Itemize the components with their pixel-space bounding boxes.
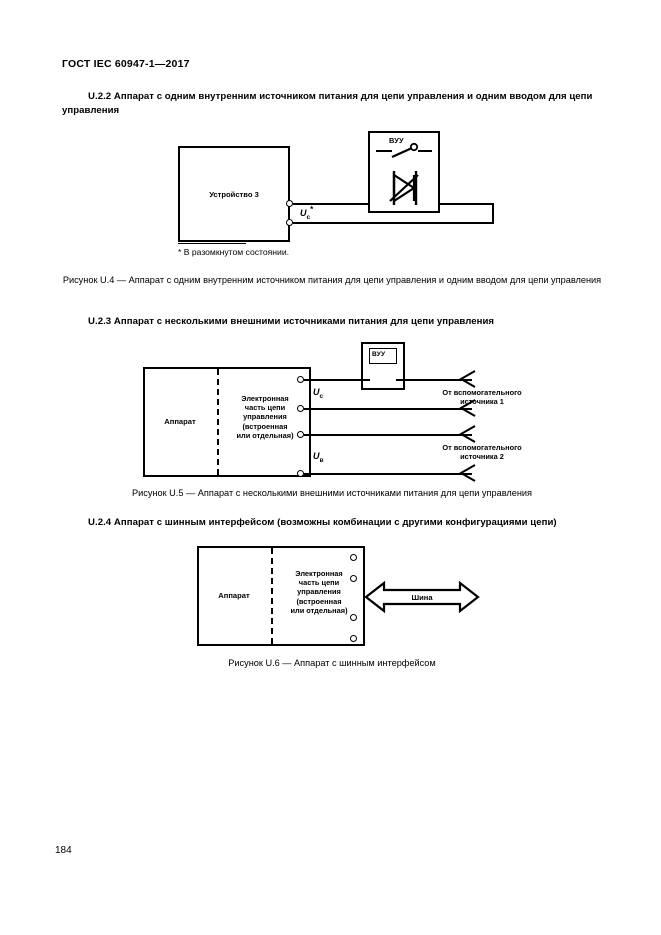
figure-u4-voltage-label: Uc* xyxy=(300,205,313,221)
figure-u4-vuu-label: ВУУ xyxy=(389,136,404,145)
page-number: 184 xyxy=(55,845,72,856)
figure-u5: Аппарат Электронная часть цепи управлени… xyxy=(143,342,522,482)
figure-u5-source-2-label: От вспомогательного источника 2 xyxy=(442,443,522,462)
figure-u4-vuu-symbols xyxy=(376,142,432,205)
figure-u5-electronic-part-label: Электронная часть цепи управления (встро… xyxy=(236,394,294,440)
figure-u5-divider xyxy=(217,369,219,475)
figure-u5-vuu-inner-box xyxy=(369,348,397,364)
figure-u5-voltage-s-subscript: в xyxy=(319,456,324,464)
figure-u5-apparatus-box xyxy=(143,367,311,477)
figure-u6: Аппарат Электронная часть цепи управлени… xyxy=(197,546,480,646)
figure-u6-terminal-2 xyxy=(350,575,357,582)
figure-u5-voltage-c: Uc xyxy=(313,387,323,400)
figure-u4-footnote-rule xyxy=(178,243,246,244)
figure-u5-vuu-lead-right xyxy=(396,379,410,381)
figure-u6-divider xyxy=(271,548,273,644)
figure-u4-device-label: Устройство 3 xyxy=(209,190,259,199)
figure-u5-terminal-3 xyxy=(297,431,304,438)
figure-u5-lead-3 xyxy=(304,434,472,436)
figure-u4-footnote: * В разомкнутом состоянии. xyxy=(178,247,290,257)
figure-u5-terminal-1 xyxy=(297,376,304,383)
section-heading-u22: U.2.2 Аппарат с одним внутренним источни… xyxy=(62,91,593,116)
figure-u6-bus-label: Шина xyxy=(411,593,433,602)
figure-u6-terminal-4 xyxy=(350,635,357,642)
figure-u5-voltage-s: Uв xyxy=(313,451,324,464)
figure-u5-terminal-2 xyxy=(297,405,304,412)
figure-u6-terminal-1 xyxy=(350,554,357,561)
section-heading-u23: U.2.3 Аппарат с несколькими внешними ист… xyxy=(88,316,495,327)
figure-u5-voltage-s-symbol: U xyxy=(313,451,320,461)
figure-u5-vuu-label: ВУУ xyxy=(372,351,386,358)
figure-u5-lead-4 xyxy=(304,473,472,475)
figure-u6-caption: Рисунок U.6 — Аппарат с шинным интерфейс… xyxy=(228,658,436,668)
figure-u6-bus-arrow xyxy=(364,580,480,614)
running-head: ГОСТ IEC 60947-1—2017 xyxy=(62,58,190,70)
figure-u4: Устройство 3 Uc* ВУУ xyxy=(0,0,661,250)
figure-u4-voltage-symbol: U xyxy=(300,208,307,218)
figure-u4-voltage-superscript: * xyxy=(310,205,314,214)
figure-u5-voltage-c-symbol: U xyxy=(313,387,320,397)
figure-u6-apparatus-box xyxy=(197,546,365,646)
figure-u6-terminal-3 xyxy=(350,614,357,621)
figure-u4-terminal-top xyxy=(286,200,293,207)
figure-u5-source-1-label: От вспомогательного источника 1 xyxy=(442,388,522,407)
figure-u4-voltage-subscript: c xyxy=(306,213,311,221)
section-heading-u24: U.2.4 Аппарат с шинным интерфейсом (возм… xyxy=(88,517,557,528)
figure-u5-apparatus-label: Аппарат xyxy=(164,417,196,426)
figure-u4-device-box xyxy=(178,146,290,242)
figure-u5-caption: Рисунок U.5 — Аппарат с несколькими внеш… xyxy=(131,488,533,498)
figure-u5-vuu-lead-left xyxy=(356,379,370,381)
figure-u4-wire-right xyxy=(492,203,494,223)
figure-u6-electronic-part-label: Электронная часть цепи управления (встро… xyxy=(290,569,348,615)
figure-u5-vuu-lead-mask xyxy=(363,374,403,382)
figure-u5-voltage-c-subscript: c xyxy=(319,392,324,400)
figure-u5-arrowheads xyxy=(458,370,476,482)
figure-u4-wire-bottom xyxy=(293,222,494,224)
figure-u4-terminal-bottom xyxy=(286,219,293,226)
figure-u5-terminal-4 xyxy=(297,470,304,477)
figure-u4-vuu-box xyxy=(368,131,440,213)
figure-u4-caption: Рисунок U.4 — Аппарат с одним внутренним… xyxy=(62,275,602,285)
figure-u6-apparatus-label: Аппарат xyxy=(218,591,250,600)
figure-u5-lead-2 xyxy=(304,408,472,410)
